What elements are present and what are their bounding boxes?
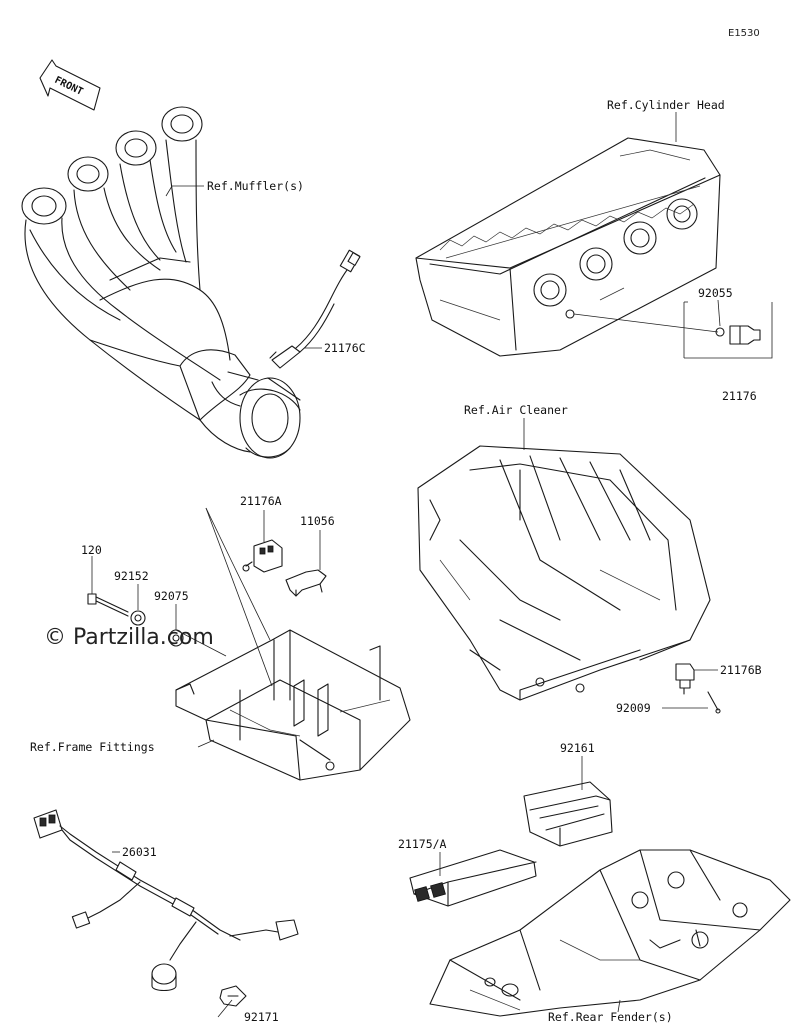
label-120: 120 xyxy=(81,543,102,557)
label-92075: 92075 xyxy=(154,589,189,603)
holder-92161-illustration xyxy=(523,781,613,847)
label-92161: 92161 xyxy=(560,741,595,755)
o2-sensor-21176c-illustration xyxy=(269,249,361,369)
label-ref-frame-fittings: Ref.Frame Fittings xyxy=(30,740,155,754)
label-ref-cylinder-head: Ref.Cylinder Head xyxy=(607,98,725,112)
label-92152: 92152 xyxy=(114,569,149,583)
sensor-21176a-illustration xyxy=(242,539,283,573)
bolt-120-illustration xyxy=(87,593,129,617)
label-11056: 11056 xyxy=(300,514,335,528)
label-21175a: 21175/A xyxy=(398,837,447,851)
label-21176c: 21176C xyxy=(324,341,366,355)
label-21176b: 21176B xyxy=(720,663,762,677)
bracket-11056-illustration xyxy=(285,569,327,597)
frame-fittings-tray-illustration xyxy=(175,629,411,781)
temperature-sensor-21176-illustration xyxy=(573,301,773,359)
label-21176a: 21176A xyxy=(240,494,282,508)
collar-92152-illustration xyxy=(130,610,146,626)
rear-fender-illustration xyxy=(429,849,791,1017)
exhaust-header-illustration xyxy=(21,106,301,459)
label-ref-rear-fenders: Ref.Rear Fender(s) xyxy=(548,1010,673,1024)
diagram-code: E1530 xyxy=(728,28,760,39)
clamp-92171-illustration xyxy=(219,985,247,1007)
cylinder-head-illustration xyxy=(415,137,721,357)
label-ref-air-cleaner: Ref.Air Cleaner xyxy=(464,403,568,417)
label-92055: 92055 xyxy=(698,286,733,300)
front-arrow-icon: FRONT xyxy=(39,59,101,111)
sensor-21176b-illustration xyxy=(675,663,721,714)
ecu-21175a-illustration xyxy=(409,849,537,907)
watermark: © Partzilla.com xyxy=(44,625,214,650)
label-21176: 21176 xyxy=(722,389,757,403)
label-ref-mufflers: Ref.Muffler(s) xyxy=(207,179,304,193)
label-92009: 92009 xyxy=(616,701,651,715)
air-cleaner-box-illustration xyxy=(417,445,711,701)
label-26031: 26031 xyxy=(122,845,157,859)
label-92171: 92171 xyxy=(244,1010,279,1024)
wiring-harness-26031-illustration xyxy=(33,809,299,992)
leader-lines xyxy=(91,112,721,1018)
